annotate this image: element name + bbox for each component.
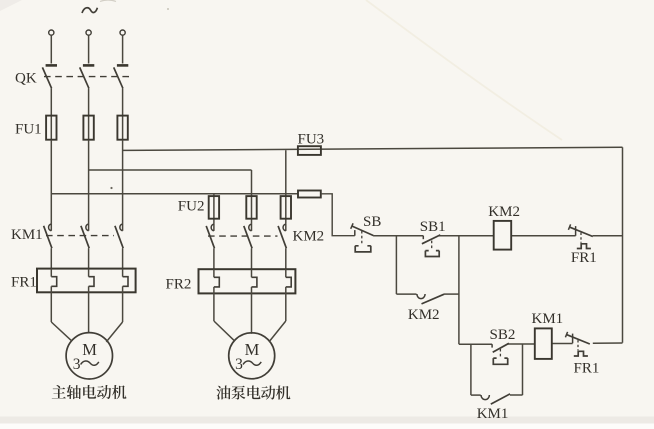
svg-text:KM2: KM2 xyxy=(293,228,325,244)
svg-text:FR1: FR1 xyxy=(574,360,600,376)
svg-text:QK: QK xyxy=(15,71,37,87)
svg-text:KM1: KM1 xyxy=(477,406,509,422)
svg-text:M: M xyxy=(245,340,260,359)
svg-text:KM2: KM2 xyxy=(408,307,440,323)
svg-text:3: 3 xyxy=(235,356,243,373)
svg-text:KM1: KM1 xyxy=(11,227,43,243)
svg-text:FU3: FU3 xyxy=(298,132,325,148)
svg-text:SB2: SB2 xyxy=(490,327,516,343)
svg-text:FU1: FU1 xyxy=(15,121,42,137)
svg-text:FR2: FR2 xyxy=(166,276,192,292)
svg-text:SB1: SB1 xyxy=(420,219,446,235)
svg-text:M: M xyxy=(82,340,97,359)
svg-text:KM1: KM1 xyxy=(532,311,564,327)
svg-text:SB: SB xyxy=(363,214,381,230)
svg-text:3: 3 xyxy=(73,356,81,373)
svg-text:FR1: FR1 xyxy=(571,250,597,266)
svg-text:FR1: FR1 xyxy=(11,274,37,290)
svg-text:FU2: FU2 xyxy=(178,199,205,215)
svg-text:KM2: KM2 xyxy=(488,204,520,220)
